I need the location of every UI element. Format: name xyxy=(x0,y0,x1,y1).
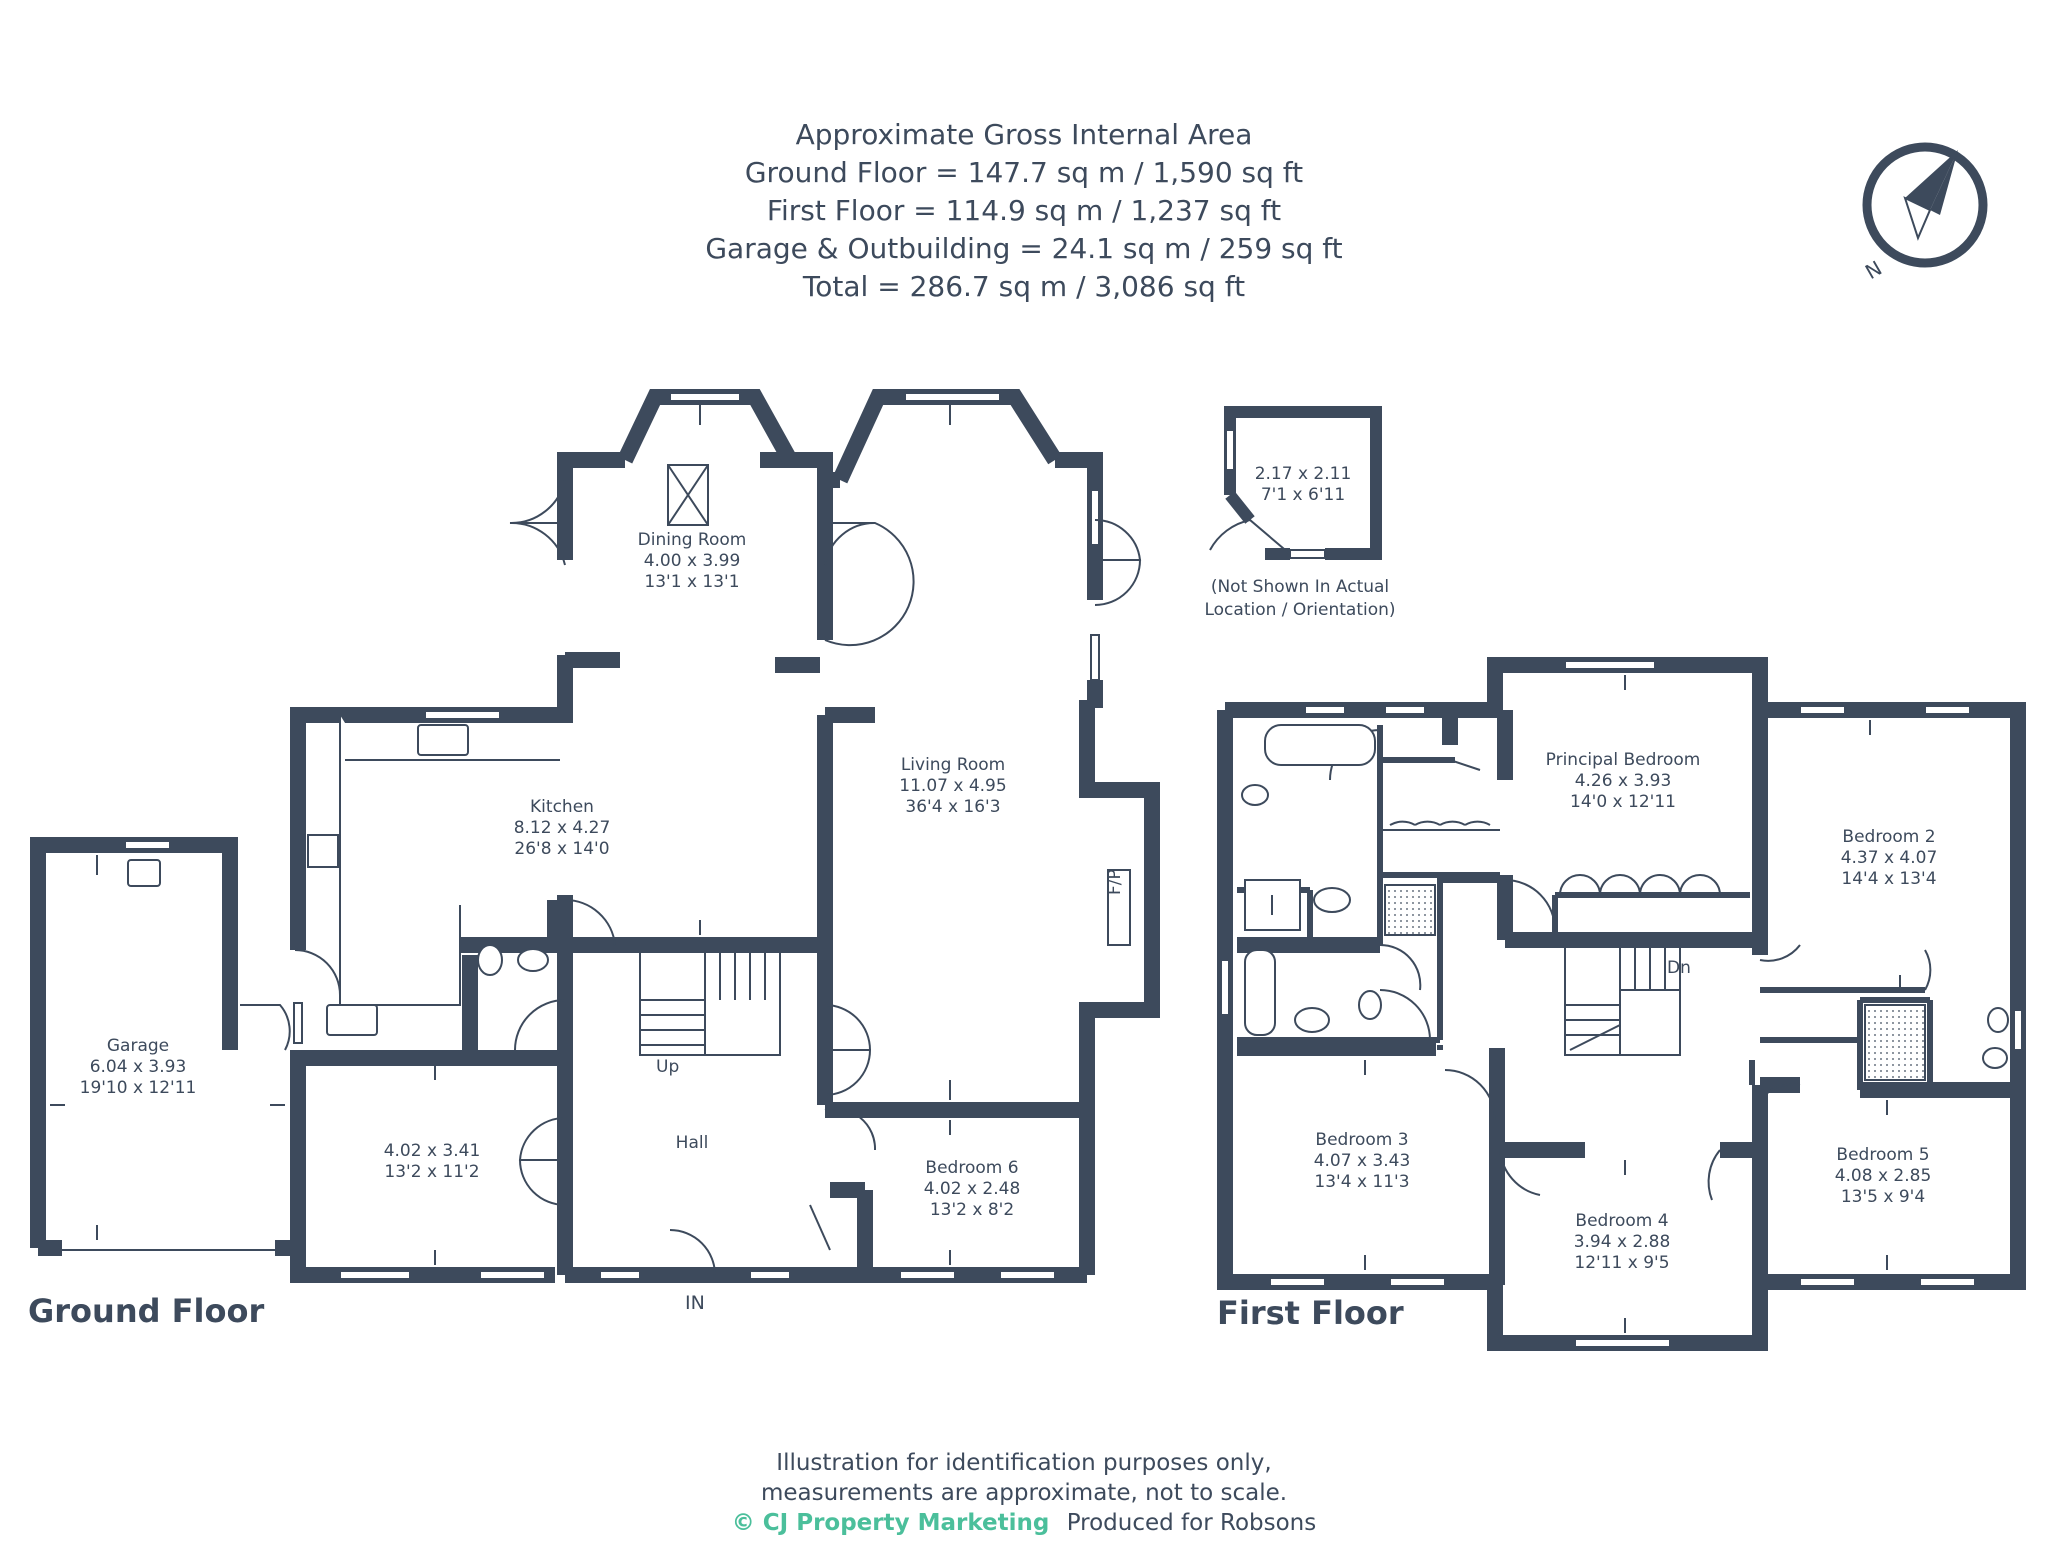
room-study: 4.02 x 3.41 13'2 x 11'2 xyxy=(384,1141,481,1183)
room-bedroom2: Bedroom 2 4.37 x 4.07 14'4 x 13'4 xyxy=(1841,827,1938,890)
room-garage-imperial: 19'10 x 12'11 xyxy=(79,1078,197,1098)
room-bedroom5: Bedroom 5 4.08 x 2.85 13'5 x 9'4 xyxy=(1835,1145,1932,1208)
room-living-name: Living Room xyxy=(900,755,1006,775)
floor-label-ground: Ground Floor xyxy=(28,1292,265,1330)
room-bedroom4-name: Bedroom 4 xyxy=(1575,1211,1669,1231)
first-floor-windows xyxy=(1220,660,2023,1348)
room-living-imperial: 36'4 x 16'3 xyxy=(905,797,1001,817)
room-garage-name: Garage xyxy=(106,1036,170,1056)
footer-disclaimer-line1: Illustration for identification purposes… xyxy=(776,1450,1272,1476)
ground-floor-windows xyxy=(124,392,1100,1280)
room-bedroom5-metric: 4.08 x 2.85 xyxy=(1834,1166,1932,1186)
room-bedroom4-metric: 3.94 x 2.88 xyxy=(1573,1232,1671,1252)
room-dining-imperial: 13'1 x 13'1 xyxy=(644,572,740,592)
room-bedroom2-name: Bedroom 2 xyxy=(1842,827,1936,847)
room-bedroom5-name: Bedroom 5 xyxy=(1836,1145,1930,1165)
ground-floor-fixtures xyxy=(127,464,1131,1036)
footer-brand: © CJ Property Marketing xyxy=(731,1510,1050,1536)
area-first-floor: First Floor = 114.9 sq m / 1,237 sq ft xyxy=(766,194,1282,227)
first-floor-fixtures xyxy=(1241,724,2009,1081)
footer-credit: © CJ Property Marketing Produced for Rob… xyxy=(0,1510,2048,1536)
room-kitchen-imperial: 26'8 x 14'0 xyxy=(514,839,610,859)
room-dining-name: Dining Room xyxy=(637,530,747,550)
footer-disclaimer-line2: measurements are approximate, not to sca… xyxy=(760,1480,1288,1506)
room-living: Living Room 11.07 x 4.95 36'4 x 16'3 xyxy=(899,755,1006,818)
room-bedroom2-imperial: 14'4 x 13'4 xyxy=(1841,869,1937,889)
room-bedroom4: Bedroom 4 3.94 x 2.88 12'11 x 9'5 xyxy=(1574,1211,1671,1274)
room-bedroom3-name: Bedroom 3 xyxy=(1315,1130,1409,1150)
room-garage: Garage 6.04 x 3.93 19'10 x 12'11 xyxy=(80,1036,197,1099)
room-kitchen: Kitchen 8.12 x 4.27 26'8 x 14'0 xyxy=(514,797,611,860)
room-living-metric: 11.07 x 4.95 xyxy=(899,776,1007,796)
room-garage-metric: 6.04 x 3.93 xyxy=(89,1057,187,1077)
room-hall: Hall xyxy=(676,1133,709,1154)
outbuilding-note-line1: (Not Shown In Actual xyxy=(1210,577,1390,597)
area-ground-floor: Ground Floor = 147.7 sq m / 1,590 sq ft xyxy=(744,156,1304,189)
room-kitchen-name: Kitchen xyxy=(530,797,594,817)
outbuilding-note-line2: Location / Orientation) xyxy=(1204,600,1396,620)
room-dining: Dining Room 4.00 x 3.99 13'1 x 13'1 xyxy=(638,530,747,593)
room-principal: Principal Bedroom 4.26 x 3.93 14'0 x 12'… xyxy=(1546,750,1701,813)
compass-icon xyxy=(1862,142,1988,268)
room-kitchen-metric: 8.12 x 4.27 xyxy=(513,818,611,838)
room-principal-imperial: 14'0 x 12'11 xyxy=(1570,792,1676,812)
first-floor-dimension-ticks xyxy=(1364,675,1901,1333)
room-bedroom6-imperial: 13'2 x 8'2 xyxy=(929,1200,1015,1220)
room-bedroom5-imperial: 13'5 x 9'4 xyxy=(1840,1187,1926,1207)
ground-floor-stairs xyxy=(639,949,781,1056)
room-bedroom6-metric: 4.02 x 2.48 xyxy=(923,1179,1021,1199)
label-dn: Dn xyxy=(1667,958,1691,978)
room-bedroom6-name: Bedroom 6 xyxy=(925,1158,1019,1178)
label-fp: F/P xyxy=(1105,869,1125,895)
room-outbuilding-metric: 2.17 x 2.11 xyxy=(1254,464,1352,484)
room-bedroom3: Bedroom 3 4.07 x 3.43 13'4 x 11'3 xyxy=(1314,1130,1411,1193)
first-floor-partitions xyxy=(1237,725,1933,1090)
floor-label-first: First Floor xyxy=(1217,1294,1404,1332)
first-floor-stairs xyxy=(1564,944,1681,1056)
first-floor-doors xyxy=(1329,729,1932,1201)
room-principal-name: Principal Bedroom xyxy=(1545,750,1701,770)
room-bedroom3-imperial: 13'4 x 11'3 xyxy=(1314,1172,1410,1192)
room-bedroom2-metric: 4.37 x 4.07 xyxy=(1840,848,1938,868)
dimension-ticks xyxy=(50,405,951,1265)
room-dining-metric: 4.00 x 3.99 xyxy=(643,551,741,571)
room-bedroom6: Bedroom 6 4.02 x 2.48 13'2 x 8'2 xyxy=(924,1158,1021,1221)
outbuilding-note: (Not Shown In Actual Location / Orientat… xyxy=(1204,576,1395,622)
label-up: Up xyxy=(656,1057,680,1077)
label-in: IN xyxy=(685,1292,705,1314)
footer-produced: Produced for Robsons xyxy=(1066,1510,1317,1536)
room-hall-name: Hall xyxy=(675,1133,709,1153)
ground-floor-walls xyxy=(30,389,1160,1283)
area-garage-outbuilding: Garage & Outbuilding = 24.1 sq m / 259 s… xyxy=(705,232,1343,265)
first-floor-walls xyxy=(1217,657,2026,1351)
room-principal-metric: 4.26 x 3.93 xyxy=(1574,771,1672,791)
outbuilding-door xyxy=(1209,429,1326,559)
area-title: Approximate Gross Internal Area xyxy=(795,118,1253,151)
room-bedroom3-metric: 4.07 x 3.43 xyxy=(1313,1151,1411,1171)
room-study-metric: 4.02 x 3.41 xyxy=(383,1141,481,1161)
room-outbuilding-imperial: 7'1 x 6'11 xyxy=(1260,485,1346,505)
area-total: Total = 286.7 sq m / 3,086 sq ft xyxy=(802,270,1246,303)
room-study-imperial: 13'2 x 11'2 xyxy=(384,1162,480,1182)
room-outbuilding: 2.17 x 2.11 7'1 x 6'11 xyxy=(1255,464,1352,506)
room-bedroom4-imperial: 12'11 x 9'5 xyxy=(1574,1253,1670,1273)
